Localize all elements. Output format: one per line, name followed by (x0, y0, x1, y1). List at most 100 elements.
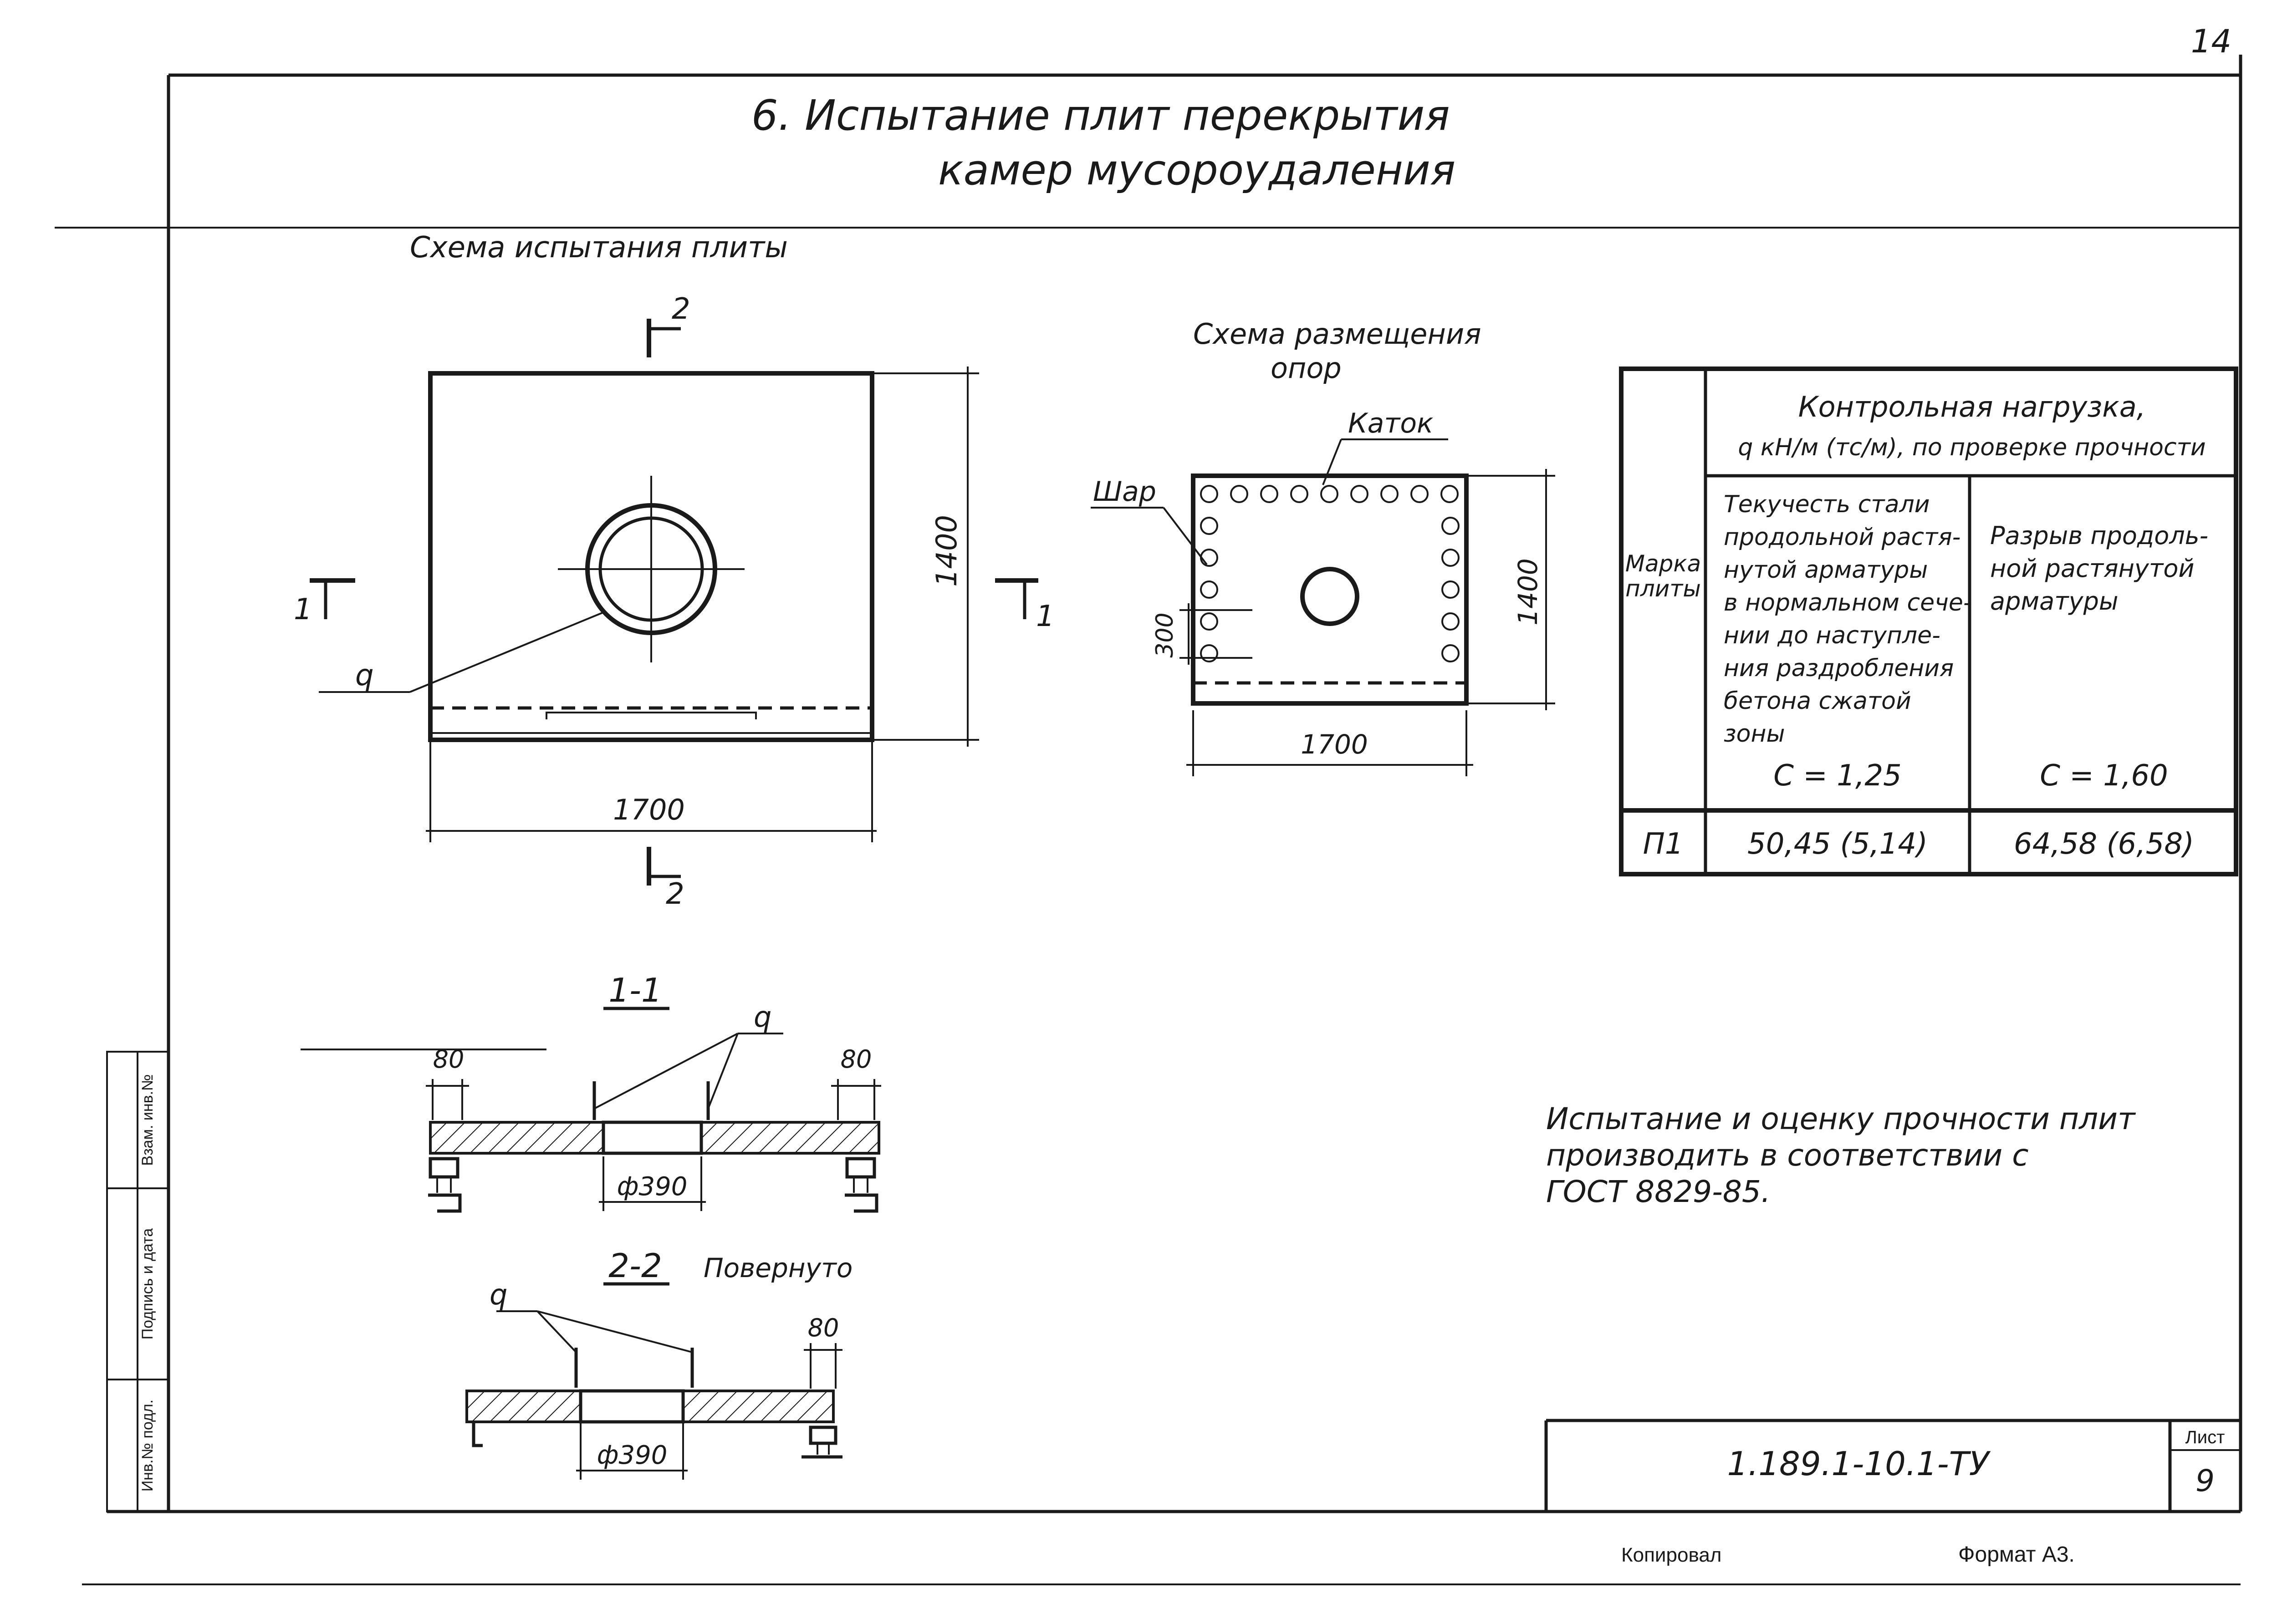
support-marker (1260, 485, 1278, 503)
support-marker (1441, 580, 1460, 599)
section22-dim-right: 80 (808, 1313, 839, 1342)
svg-text:2: 2 (666, 877, 684, 911)
section22-support (802, 1425, 842, 1459)
table-row-val2: 64,58 (6,58) (2014, 827, 2194, 861)
support-marker (1230, 485, 1248, 503)
section11-dimensions (426, 1079, 881, 1211)
section22-slab (465, 1389, 835, 1447)
table-row-val1: 50,45 (5,14) (1747, 827, 1928, 861)
supports-caption-2: опор (1271, 351, 1342, 385)
supports-caption-1: Схема размещения (1193, 317, 1481, 351)
section-marker-1-left: 1 (294, 578, 355, 626)
svg-text:1: 1 (294, 593, 312, 626)
support-marker (1200, 517, 1218, 535)
title-line-2: камер мусороудаления (938, 146, 1455, 194)
section22-load-arrows: q (490, 1278, 694, 1388)
section-marker-2-top: 2 (647, 292, 690, 357)
left-binding-strip: Взам. инв.№ Подпись и дата Инв.№ подл. (106, 1051, 169, 1512)
support-marker (1441, 612, 1460, 631)
col1-text-line: нутой арматуры (1724, 556, 1928, 584)
stamp-code: 1.189.1-10.1-ТУ (1727, 1445, 1991, 1483)
stamp-copied: Копировал (1621, 1544, 1721, 1566)
plan-dim-width: 1700 (613, 793, 685, 826)
plan-caption: Схема испытания плиты (410, 231, 788, 265)
svg-text:q: q (754, 1000, 771, 1033)
note-line-3: ГОСТ 8829-85. (1546, 1174, 1771, 1209)
col1-text-line: в нормальном сече- (1724, 589, 1972, 616)
supports-dim-300: 300 (1151, 612, 1179, 657)
load-table (1619, 367, 2238, 876)
svg-text:q: q (490, 1278, 507, 1311)
support-marker (1320, 485, 1338, 503)
svg-text:Каток: Каток (1348, 407, 1433, 439)
support-marker (1410, 485, 1429, 503)
col1-text-line: нии до наступле- (1724, 622, 1940, 649)
table-row-mark: П1 (1643, 827, 1684, 861)
section22-title: 2-2 (608, 1247, 662, 1285)
stamp-format: Формат А3. (1958, 1543, 2075, 1567)
supports-dim-width: 1700 (1301, 729, 1368, 760)
stamp-sheet-label: Лист (2185, 1427, 2225, 1447)
col2-text-line: арматуры (1990, 587, 2119, 616)
support-marker (1441, 644, 1460, 662)
strip-inv-no: Взам. инв.№ (139, 1074, 156, 1166)
support-marker (1200, 580, 1218, 599)
roller-leader: Каток (1322, 407, 1448, 485)
section11-title: 1-1 (608, 971, 662, 1009)
support-marker (1441, 549, 1460, 567)
note-line-2: производить в соответствии с (1546, 1138, 2029, 1173)
ball-leader: Шар (1091, 476, 1208, 565)
svg-text:1: 1 (1036, 600, 1055, 633)
svg-text:2: 2 (672, 292, 690, 326)
section11-load-arrows: q (592, 1000, 783, 1120)
plan-dim-height: 1400 (930, 515, 963, 587)
plan-load-leader: q (319, 611, 604, 693)
svg-text:Шар: Шар (1093, 476, 1156, 508)
support-marker (1200, 612, 1218, 631)
stamp-block (1544, 1419, 2241, 1512)
support-marker (1350, 485, 1368, 503)
support-marker (1440, 485, 1459, 503)
support-marker (1441, 517, 1460, 535)
page-number: 14 (2191, 23, 2231, 60)
plan-slab (428, 371, 874, 742)
section22-dimensions (576, 1343, 842, 1480)
col-mark-line: Марка (1625, 550, 1701, 577)
sheet-frame (55, 55, 2242, 1585)
section-marker-2-bottom: 2 (647, 847, 684, 911)
support-markers (1200, 485, 1460, 662)
plan-dimensions (426, 367, 979, 842)
support-marker (1380, 485, 1399, 503)
section-marker-1-right: 1 (995, 578, 1055, 633)
section11-supports (428, 1157, 878, 1213)
col1-text-line: зоны (1724, 720, 1785, 748)
supports-plate (1191, 473, 1469, 706)
col1-text-line: Текучесть стали (1724, 491, 1930, 518)
table-col2-coef: С = 1,60 (2040, 759, 2168, 793)
section11-dim-left: 80 (433, 1045, 465, 1074)
supports-dim-height: 1400 (1512, 558, 1543, 626)
section22-note: Повернуто (704, 1252, 853, 1283)
col-mark-line: плиты (1625, 575, 1701, 602)
table-col1-text: Текучесть стали продольной растя-нутой ар… (1724, 491, 1972, 748)
table-col1-coef: С = 1,25 (1773, 759, 1902, 793)
section11-slab (429, 1120, 880, 1155)
section11-hole: ф390 (617, 1172, 688, 1201)
support-marker (1200, 485, 1218, 503)
col1-text-line: бетона сжатой (1724, 687, 1911, 715)
table-header-load-1: Контрольная нагрузка, (1798, 390, 2146, 423)
col1-text-line: продольной растя- (1724, 524, 1960, 551)
col2-text-line: Разрыв продоль- (1990, 521, 2208, 550)
note-line-1: Испытание и оценку прочности плит (1546, 1101, 2136, 1136)
col1-text-line: ния раздробления (1724, 655, 1954, 682)
strip-inv-no-original: Инв.№ подл. (139, 1400, 156, 1492)
support-marker (1200, 644, 1218, 662)
support-marker (1200, 549, 1218, 567)
table-header-load-2: q кН/м (тс/м), по проверке прочности (1738, 434, 2206, 461)
stamp-sheet-no: 9 (2195, 1463, 2215, 1498)
svg-text:q: q (355, 659, 374, 692)
section22-hole: ф390 (597, 1441, 668, 1470)
